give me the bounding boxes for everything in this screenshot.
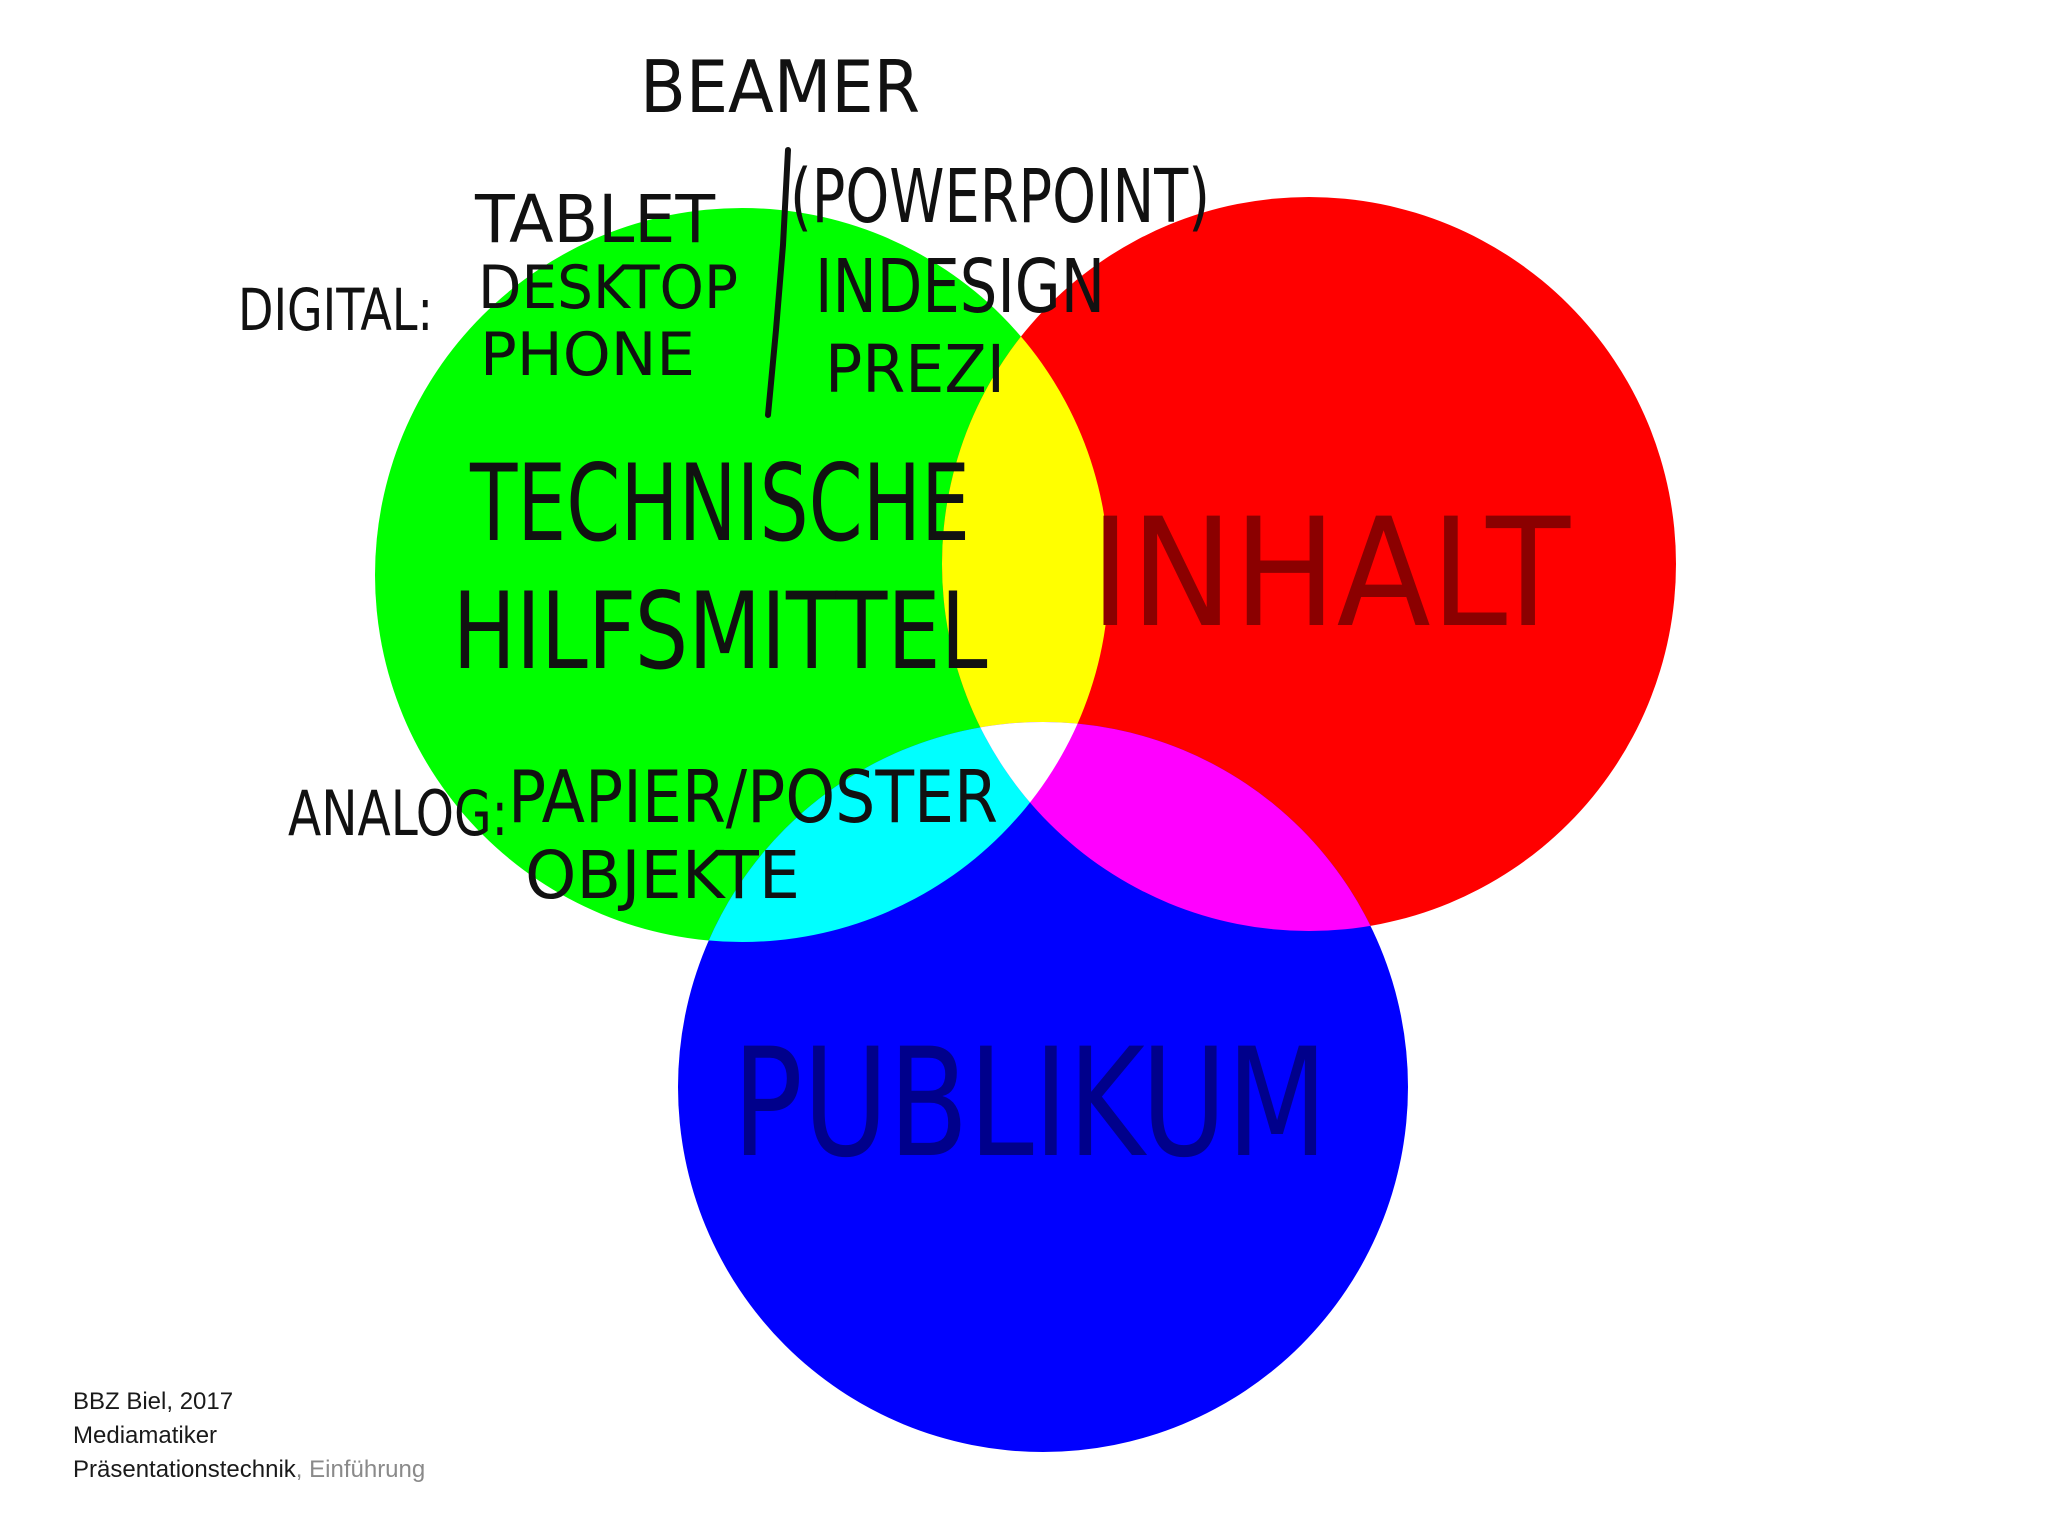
software-indesign: INDESIGN bbox=[815, 244, 1105, 330]
footer-line-topic: Präsentationstechnik, Einführung bbox=[73, 1453, 425, 1487]
inhalt-title: INHALT bbox=[1090, 487, 1571, 661]
analog-label: ANALOG: bbox=[288, 777, 508, 850]
footer-line-course: Mediamatiker bbox=[73, 1422, 218, 1449]
overlap-inhalt-publikum bbox=[942, 722, 1408, 931]
digital-device-tablet: TABLET bbox=[474, 181, 716, 258]
footer-topic-sub: Einführung bbox=[309, 1456, 426, 1483]
software-powerpoint: (POWERPOINT) bbox=[790, 154, 1210, 240]
overlap-technik-publikum bbox=[678, 722, 1109, 942]
software-prezi: PREZI bbox=[825, 331, 1005, 408]
digital-label: DIGITAL: bbox=[238, 276, 433, 344]
footer: BBZ Biel, 2017 Mediamatiker Präsentation… bbox=[73, 1385, 425, 1487]
divider-line bbox=[765, 147, 791, 418]
technik-title-line1: TECHNISCHE bbox=[469, 442, 970, 565]
analog-item-objekte: OBJEKTE bbox=[525, 837, 800, 914]
digital-device-desktop: DESKTOP bbox=[478, 253, 738, 323]
footer-topic-sep: , bbox=[295, 1456, 310, 1483]
technik-title-line2: HILFSMITTEL bbox=[453, 570, 988, 693]
digital-device-phone: PHONE bbox=[480, 320, 695, 390]
footer-topic-main: Präsentationstechnik bbox=[73, 1456, 296, 1483]
publikum-title: PUBLIKUM bbox=[733, 1017, 1328, 1191]
beamer-label: BEAMER bbox=[640, 45, 920, 129]
footer-line-school: BBZ Biel, 2017 bbox=[73, 1388, 234, 1415]
analog-item-papier-poster: PAPIER/POSTER bbox=[508, 755, 998, 839]
